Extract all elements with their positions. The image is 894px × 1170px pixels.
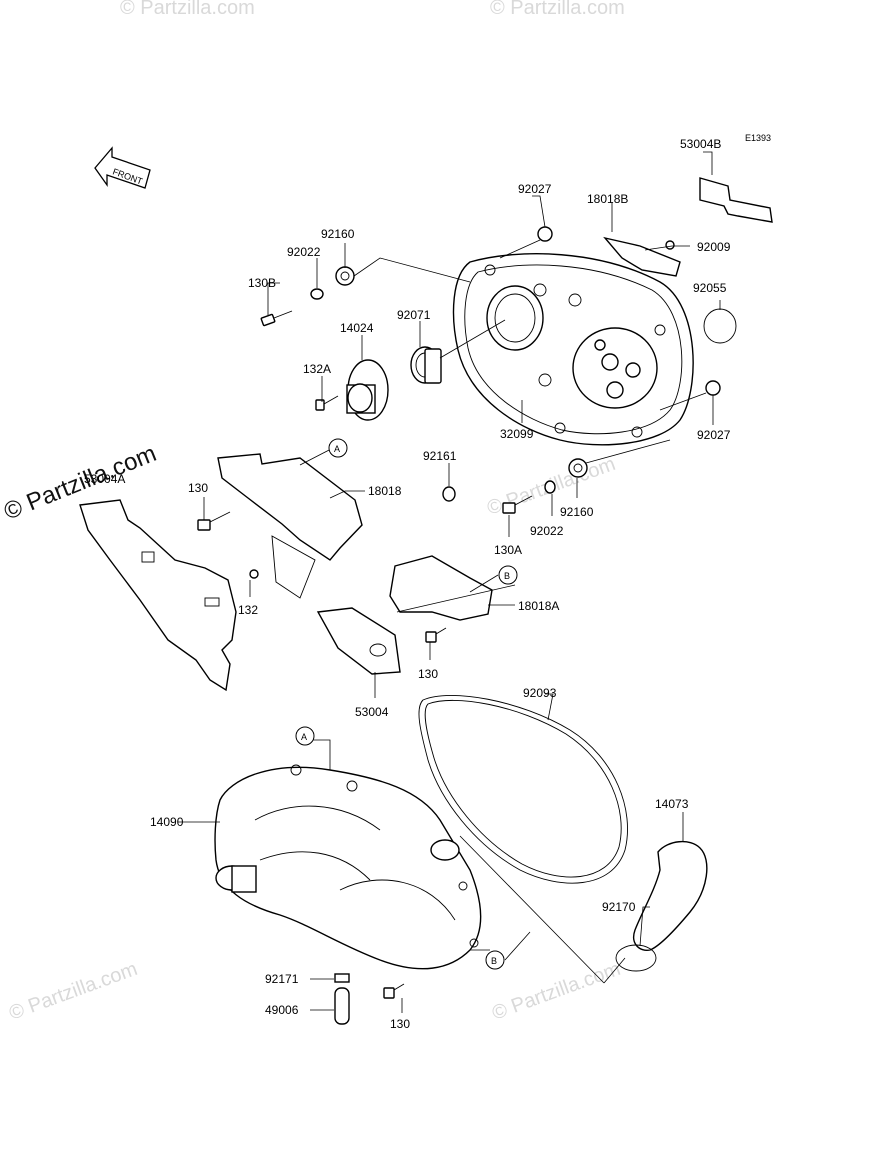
watermark-bottom-left: © Partzilla.com <box>6 958 140 1025</box>
label-132: 132 <box>238 603 258 617</box>
label-92022-mid: 92022 <box>530 524 564 538</box>
bolt-132A <box>315 395 339 411</box>
label-92009: 92009 <box>697 240 731 254</box>
grommet-92027-right <box>705 380 721 396</box>
watermark-main: © Partzilla.com <box>0 440 160 526</box>
label-92170: 92170 <box>602 900 636 914</box>
callout-b-mid: B <box>498 565 518 585</box>
label-132A: 132A <box>303 362 331 376</box>
label-53004: 53004 <box>355 705 389 719</box>
svg-text:B: B <box>491 956 497 966</box>
plate-53004 <box>316 607 401 675</box>
label-130A: 130A <box>494 543 522 557</box>
collar-92160-top <box>335 266 355 286</box>
label-14024: 14024 <box>340 321 374 335</box>
bracket-18018 <box>217 453 363 561</box>
label-49006: 49006 <box>265 1003 299 1017</box>
label-92160-mid: 92160 <box>560 505 594 519</box>
bolt-130-mid <box>425 627 447 643</box>
label-92093: 92093 <box>523 686 557 700</box>
label-92027-top: 92027 <box>518 182 552 196</box>
bracket-18018B <box>603 236 681 277</box>
clamp-92171 <box>334 973 350 983</box>
hose-49006 <box>334 987 350 1025</box>
washer-92022-top <box>310 288 324 300</box>
label-92161: 92161 <box>423 449 457 463</box>
washer-92022-mid <box>544 480 556 494</box>
bracket-18018A <box>389 555 493 621</box>
bolt-132 <box>249 569 259 579</box>
label-92027-right: 92027 <box>697 428 731 442</box>
plate-53004A <box>79 499 237 692</box>
label-92160-top: 92160 <box>321 227 355 241</box>
bracket-18018-lower <box>271 535 316 599</box>
label-130-bottom: 130 <box>390 1017 410 1031</box>
collar-92160-mid <box>568 458 588 478</box>
duct-14073 <box>633 841 708 951</box>
callout-a-bottom: A <box>295 726 315 746</box>
label-92022-top: 92022 <box>287 245 321 259</box>
outer-cover-32099 <box>452 253 694 446</box>
label-92171: 92171 <box>265 972 299 986</box>
svg-text:B: B <box>504 571 510 581</box>
label-14090: 14090 <box>150 815 184 829</box>
callout-a-top: A <box>328 438 348 458</box>
svg-text:A: A <box>301 732 307 742</box>
clamp-92170 <box>615 944 657 972</box>
label-130-mid: 130 <box>418 667 438 681</box>
label-18018B: 18018B <box>587 192 628 206</box>
bolt-92009 <box>665 240 675 250</box>
inner-cover-14090 <box>214 764 482 970</box>
label-53004B: 53004B <box>680 137 721 151</box>
diagram-code: E1393 <box>745 133 771 143</box>
leader-lines <box>178 151 721 1013</box>
seal-92071 <box>410 346 442 384</box>
label-130-left: 130 <box>188 481 208 495</box>
duct-14024 <box>346 359 389 421</box>
oring-92055 <box>703 308 737 344</box>
bolt-130B <box>260 310 293 327</box>
label-18018A: 18018A <box>518 599 559 613</box>
label-92055: 92055 <box>693 281 727 295</box>
plug-92161 <box>442 486 456 502</box>
svg-text:A: A <box>334 444 340 454</box>
label-130B: 130B <box>248 276 276 290</box>
watermark-bottom-right: © Partzilla.com <box>489 958 623 1025</box>
label-92071: 92071 <box>397 308 431 322</box>
label-53004A: 53004A <box>84 472 125 486</box>
bolt-130A <box>502 495 533 514</box>
grommet-92027-top <box>537 226 553 242</box>
label-14073: 14073 <box>655 797 689 811</box>
front-arrow-icon: FRONT <box>94 146 151 189</box>
callout-b-bottom: B <box>485 950 505 970</box>
plate-53004B <box>699 177 773 223</box>
label-32099: 32099 <box>500 427 534 441</box>
plate-53004A-slot <box>204 597 220 607</box>
plate-53004A-hole <box>141 551 155 563</box>
label-18018: 18018 <box>368 484 402 498</box>
bolt-130-left <box>197 511 231 531</box>
bolt-130-bottom <box>383 983 405 999</box>
watermark-top-right: © Partzilla.com <box>490 0 625 19</box>
watermark-top-left: © Partzilla.com <box>120 0 255 19</box>
gasket-92093 <box>418 695 628 884</box>
